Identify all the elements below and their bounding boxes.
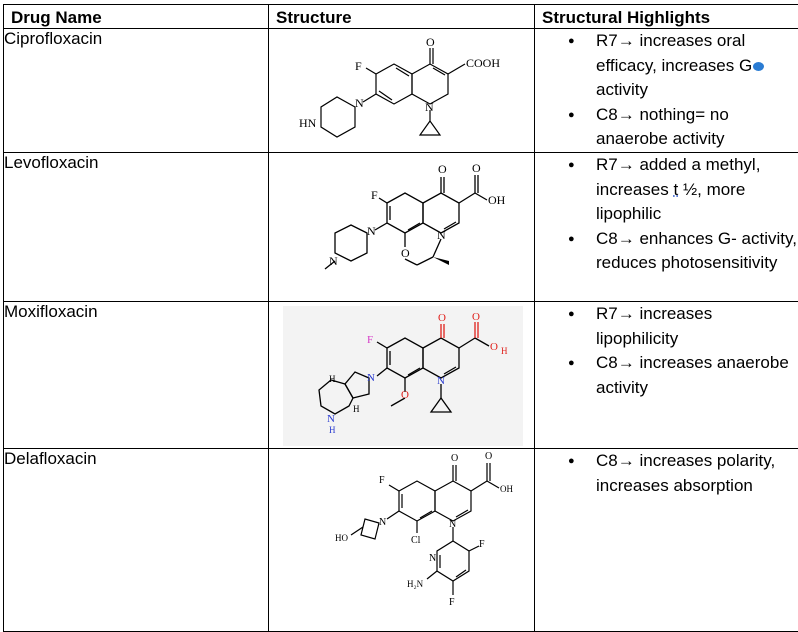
drug-name-cell: Delafloxacin xyxy=(4,449,269,632)
atom-label: COOH xyxy=(466,56,500,70)
atom-label: N xyxy=(367,372,375,384)
atom-label: N xyxy=(429,553,436,564)
highlights-cell: R7→ increases oral efficacy, increases G… xyxy=(535,29,798,153)
atom-label: O xyxy=(485,451,492,462)
atom-label: O xyxy=(401,246,410,260)
atom-label: HN xyxy=(299,116,317,130)
drug-name-cell: Ciprofloxacin xyxy=(4,29,269,153)
atom-label: O xyxy=(490,341,498,353)
atom-label: N xyxy=(437,375,445,387)
atom-label: F xyxy=(449,597,455,608)
header-structure: Structure xyxy=(269,5,535,29)
highlights-cell: R7→ added a methyl, increases t ½, more … xyxy=(535,153,798,302)
list-item: C8→ increases anaerobe activity xyxy=(535,351,798,400)
structure-cell: F O COOH N N HN xyxy=(269,29,535,153)
highlights-list: R7→ added a methyl, increases t ½, more … xyxy=(535,153,798,276)
atom-label: N xyxy=(329,254,338,268)
atom-label: O xyxy=(426,35,435,49)
moxifloxacin-structure: F O O O H N N H H N H O xyxy=(283,306,523,446)
atom-label: H xyxy=(329,425,336,435)
drug-table: Drug Name Structure Structural Highlight… xyxy=(3,4,798,632)
atom-label: H₂N xyxy=(407,579,424,589)
table-row: Delafloxacin xyxy=(4,449,798,632)
highlights-cell: R7→ increases lipophilicity C8→ increase… xyxy=(535,302,798,449)
header-drug-name: Drug Name xyxy=(4,5,269,29)
table-header-row: Drug Name Structure Structural Highlight… xyxy=(4,5,798,29)
atom-label: OH xyxy=(488,193,506,207)
atom-label: HO xyxy=(335,533,348,543)
table-row: Levofloxacin xyxy=(4,153,798,302)
atom-label: F xyxy=(479,539,485,550)
atom-label: N xyxy=(425,100,434,114)
levofloxacin-structure: F O O OH N N N O xyxy=(299,157,519,299)
atom-label: N xyxy=(367,224,376,238)
atom-label: F xyxy=(371,188,378,202)
atom-label: O xyxy=(451,453,458,464)
structure-cell: F O O O H N N H H N H O xyxy=(269,302,535,449)
ciprofloxacin-structure: F O COOH N N HN xyxy=(293,31,513,151)
atom-label: Cl xyxy=(411,535,421,546)
text-cursor-mark xyxy=(753,62,764,71)
atom-label: OH xyxy=(500,484,513,494)
atom-label: N xyxy=(327,413,335,425)
drug-name-cell: Levofloxacin xyxy=(4,153,269,302)
atom-label: F xyxy=(379,475,385,486)
atom-label: O xyxy=(472,161,481,175)
table-row: Ciprofloxacin xyxy=(4,29,798,153)
atom-label: N xyxy=(437,228,446,242)
table-row: Moxifloxacin xyxy=(4,302,798,449)
highlights-list: C8→ increases polarity, increases absorp… xyxy=(535,449,798,498)
highlights-cell: C8→ increases polarity, increases absorp… xyxy=(535,449,798,632)
atom-label: N xyxy=(355,96,364,110)
delafloxacin-structure: F O O OH N N Cl N HO F H₂N F xyxy=(289,449,519,629)
atom-label: O xyxy=(472,311,480,323)
list-item: C8→ enhances G- activity, reduces photos… xyxy=(535,227,798,276)
atom-label: F xyxy=(355,59,362,73)
atom-label: H xyxy=(329,374,336,384)
highlights-list: R7→ increases lipophilicity C8→ increase… xyxy=(535,302,798,400)
list-item: R7→ added a methyl, increases t ½, more … xyxy=(535,153,798,227)
atom-label: O xyxy=(438,162,447,176)
header-structural-highlights: Structural Highlights xyxy=(535,5,798,29)
list-item: C8→ increases polarity, increases absorp… xyxy=(535,449,798,498)
atom-label: O xyxy=(401,389,409,401)
list-item: R7→ increases lipophilicity xyxy=(535,302,798,351)
list-item: C8→ nothing= no anaerobe activity xyxy=(535,103,798,152)
highlights-list: R7→ increases oral efficacy, increases G… xyxy=(535,29,798,152)
structure-cell: F O O OH N N N O xyxy=(269,153,535,302)
atom-label: H xyxy=(353,404,360,414)
atom-label: N xyxy=(379,517,386,528)
structure-cell: F O O OH N N Cl N HO F H₂N F xyxy=(269,449,535,632)
atom-label: F xyxy=(367,334,373,346)
atom-label: O xyxy=(438,312,446,324)
atom-label: H xyxy=(501,346,508,356)
list-item: R7→ increases oral efficacy, increases G… xyxy=(535,29,798,103)
atom-label: N xyxy=(449,519,456,530)
drug-name-cell: Moxifloxacin xyxy=(4,302,269,449)
